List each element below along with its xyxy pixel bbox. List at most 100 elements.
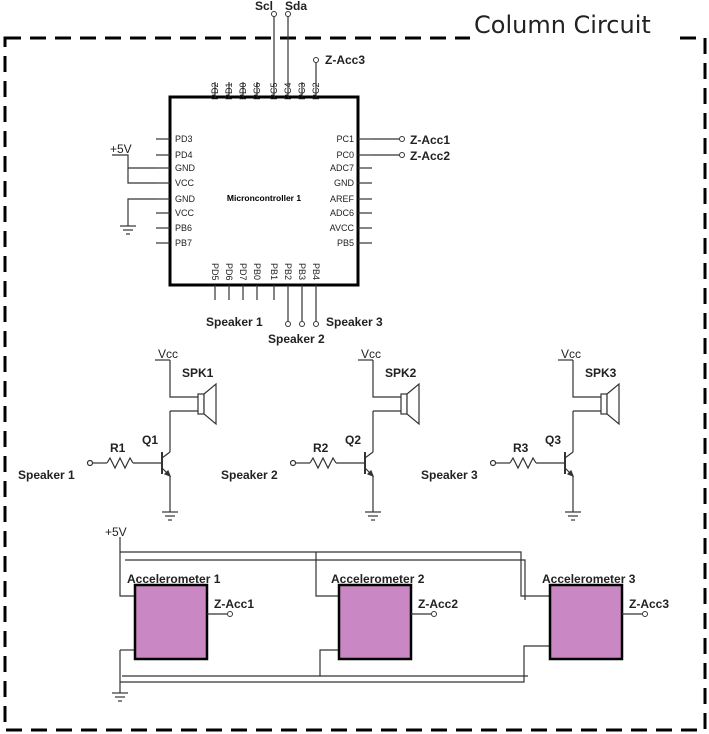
driver-input-label: Speaker 2 xyxy=(221,468,278,482)
speaker-top-wire xyxy=(169,372,198,398)
emitter-arrow-icon xyxy=(163,469,172,478)
accelerometer-body xyxy=(133,583,209,661)
accelerometer-output-label: Z-Acc1 xyxy=(214,597,254,611)
pin-label-right-5: ADC6 xyxy=(330,208,354,218)
z-acc1-right-label: Z-Acc1 xyxy=(410,133,450,147)
z-acc3-top-label: Z-Acc3 xyxy=(325,53,365,67)
pin-label-left-6: PB6 xyxy=(175,223,192,233)
spk-out-3-label: Speaker 3 xyxy=(326,315,383,329)
pin-label-top-pd0: PD0 xyxy=(238,82,248,100)
resistor-icon xyxy=(309,456,337,470)
pin-label-bottom-pb4: PB4 xyxy=(311,263,321,280)
mcu-gnd-wire xyxy=(127,198,156,226)
pin-label-left-1: PD4 xyxy=(175,150,193,160)
resistor-icon xyxy=(106,456,134,470)
speaker-top-wire xyxy=(572,372,601,398)
pin-label-right-4: AREF xyxy=(330,194,355,204)
accelerometer-output-terminal xyxy=(642,611,648,617)
speaker-cone-icon xyxy=(606,382,620,426)
accelerometer-output-terminal xyxy=(431,611,437,617)
z-acc2-right-label: Z-Acc2 xyxy=(410,149,450,163)
mcu-5v-wire-2 xyxy=(127,168,156,184)
speaker-icon xyxy=(600,393,608,415)
z-acc2-terminal xyxy=(399,152,405,158)
spk-out-2-label: Speaker 2 xyxy=(268,332,325,346)
acc-gnd-branch-2 xyxy=(319,649,339,676)
pin-label-top-pd1: PD1 xyxy=(224,82,234,100)
pin-label-right-6: AVCC xyxy=(330,223,355,233)
pin-label-left-0: PD3 xyxy=(175,134,193,144)
transistor-label: Q1 xyxy=(142,433,158,447)
title-background xyxy=(470,6,678,46)
sda-label: Sda xyxy=(285,0,307,13)
pin-label-top-pc2: PC2 xyxy=(311,82,321,100)
accelerometer-output-label: Z-Acc2 xyxy=(418,597,458,611)
pin-label-top-pc6: PC6 xyxy=(252,82,262,100)
driver-input-label: Speaker 3 xyxy=(421,468,478,482)
accelerometer-body xyxy=(337,583,413,661)
pin-label-bottom-pb0: PB0 xyxy=(252,263,262,280)
acc-5v-rail-inner xyxy=(119,552,135,597)
spk-out-1-label: Speaker 1 xyxy=(206,315,263,329)
mcu-5v-label: +5V xyxy=(110,142,132,156)
accelerometer-2: Accelerometer 2 Z-Acc2 xyxy=(331,572,458,661)
resistor-label: R1 xyxy=(110,441,126,455)
accelerometer-label: Accelerometer 2 xyxy=(331,572,425,586)
driver-input-label: Speaker 1 xyxy=(18,468,75,482)
accelerometer-label: Accelerometer 1 xyxy=(127,572,221,586)
input-terminal xyxy=(489,459,497,467)
speaker-label: SPK3 xyxy=(585,366,617,380)
accelerometer-1: Accelerometer 1 Z-Acc1 xyxy=(127,572,254,661)
speaker-driver-2 xyxy=(289,359,420,521)
input-terminal xyxy=(86,459,94,467)
emitter-arrow-icon xyxy=(566,469,575,478)
speaker-cone-icon xyxy=(406,382,420,426)
pin-label-left-5: VCC xyxy=(175,208,195,218)
pin-label-bottom-pd6: PD6 xyxy=(224,263,234,281)
resistor-icon xyxy=(509,456,537,470)
transistor-collector xyxy=(564,451,574,459)
pin-label-right-1: PC0 xyxy=(336,150,354,160)
pin-label-right-7: PB5 xyxy=(337,238,354,248)
vcc-label: Vcc xyxy=(561,347,581,361)
spk-out-3-terminal xyxy=(313,321,319,327)
transistor-label: Q2 xyxy=(345,433,361,447)
transistor-collector xyxy=(161,451,171,459)
pin-label-top-pd2: PD2 xyxy=(210,82,220,100)
resistor-label: R3 xyxy=(513,441,529,455)
microcontroller-label: Microncontroller 1 xyxy=(227,193,301,203)
pin-label-top-pc4: PC4 xyxy=(283,82,293,100)
speaker-label: SPK2 xyxy=(385,366,417,380)
vcc-label: Vcc xyxy=(361,347,381,361)
pin-label-left-4: GND xyxy=(175,194,196,204)
pin-label-right-2: ADC7 xyxy=(330,163,354,173)
scl-label: Scl xyxy=(255,0,273,13)
speaker-cone-icon xyxy=(203,382,217,426)
speaker-driver-1 xyxy=(86,359,217,521)
speaker-top-wire xyxy=(372,372,401,398)
speaker-label: SPK1 xyxy=(182,366,214,380)
sda-terminal xyxy=(285,11,291,17)
spk-out-2-terminal xyxy=(299,321,305,327)
emitter-arrow-icon xyxy=(366,469,375,478)
pin-label-left-7: PB7 xyxy=(175,238,192,248)
pin-label-bottom-pb1: PB1 xyxy=(269,263,279,280)
accelerometer-output-label: Z-Acc3 xyxy=(629,597,669,611)
acc-5v-branch-2 xyxy=(315,552,339,597)
speaker-icon xyxy=(400,393,408,415)
spk-out-1-terminal xyxy=(285,321,291,327)
pin-label-bottom-pb3: PB3 xyxy=(297,263,307,280)
pin-label-bottom-pd7: PD7 xyxy=(238,263,248,281)
pin-label-right-0: PC1 xyxy=(336,134,354,144)
z-acc3-terminal xyxy=(313,57,319,63)
pin-label-top-pc3: PC3 xyxy=(297,82,307,100)
transistor-collector xyxy=(364,451,374,459)
column-frame xyxy=(3,36,707,732)
scl-terminal xyxy=(271,11,277,17)
resistor-label: R2 xyxy=(313,441,329,455)
z-acc1-terminal xyxy=(399,136,405,142)
